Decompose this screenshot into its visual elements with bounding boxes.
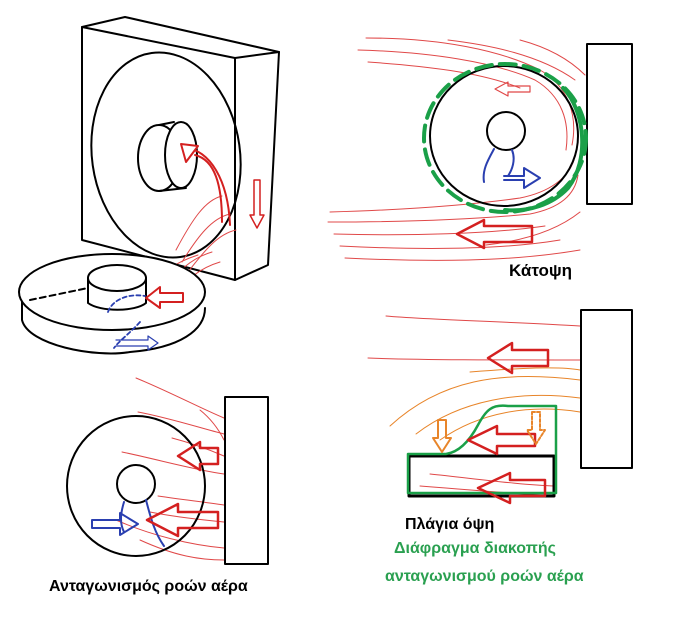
side-view-label: Πλάγια όψη: [405, 516, 495, 533]
wheel-housing-box: [81, 16, 280, 281]
side-view-diaphragm: [406, 404, 558, 495]
top-view-group: [327, 37, 633, 261]
top-view-flow-lines: [327, 37, 586, 261]
top-view-small-arrow: [494, 81, 531, 97]
lower-disc: [18, 253, 206, 355]
top-view-diaphragm-solid: [503, 86, 585, 213]
wheel-face: [90, 51, 242, 259]
competition-lower-arrow: [145, 502, 220, 538]
top-view-hub: [486, 111, 526, 151]
top-view-diaphragm-dashed: [422, 62, 588, 214]
wheel-rotation-arrow: [180, 143, 231, 226]
side-view-orange-dashed-arrow: [526, 411, 546, 445]
isometric-wheel-group: [18, 16, 280, 355]
competition-wall: [224, 396, 269, 565]
competition-wheel: [66, 415, 206, 557]
diaphragm-label-line1: Διάφραγμα διακοπής: [394, 540, 556, 557]
top-view-wall: [586, 43, 633, 205]
competition-hub: [116, 464, 156, 504]
side-view-middle-arrow: [466, 424, 537, 456]
top-view-label: Κάτοψη: [509, 261, 573, 280]
top-view-big-arrow: [455, 218, 534, 250]
competition-group: [66, 377, 269, 565]
disc-blue-flow: [107, 294, 159, 351]
side-view-lower-arrow: [476, 471, 547, 505]
competition-upper-arrow: [176, 440, 220, 472]
competition-label: Ανταγωνισμός ροών αέρα: [49, 578, 248, 595]
side-view-orange-down-arrow: [432, 419, 452, 453]
diaphragm-label-line2: ανταγωνισμού ροών αέρα: [385, 568, 584, 585]
side-view-group: [367, 309, 633, 505]
side-view-wall: [580, 309, 633, 469]
box-down-arrow: [249, 179, 265, 229]
disc-red-arrow: [145, 286, 184, 309]
top-view-blue-flow: [482, 148, 541, 189]
top-view-wheel: [429, 65, 579, 207]
side-view-upper-arrow: [486, 341, 550, 375]
side-view-orange-flow-lines: [389, 367, 581, 441]
